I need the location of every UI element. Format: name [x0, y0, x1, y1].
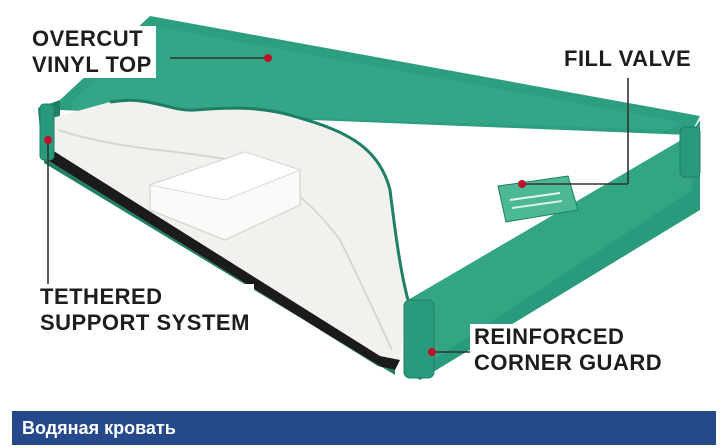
- label-reinforced-line1: REINFORCED: [474, 324, 625, 349]
- label-tethered-support-system: TETHERED SUPPORT SYSTEM: [36, 284, 254, 336]
- waterbed-diagram: OVERCUT VINYL TOP FILL VALVE TETHERED SU…: [28, 16, 701, 380]
- waterbed-illustration: [38, 16, 701, 380]
- callout-dot-support: [44, 136, 52, 144]
- callout-dot-fill-valve: [518, 180, 526, 188]
- label-overcut-line2: VINYL TOP: [32, 52, 152, 77]
- caption-title: Водяная кровать: [22, 418, 176, 438]
- label-tethered-line1: TETHERED: [40, 284, 163, 309]
- label-fill-valve: FILL VALVE: [560, 46, 696, 72]
- label-overcut-vinyl-top: OVERCUT VINYL TOP: [28, 26, 156, 78]
- caption-bar: Водяная кровать: [12, 411, 716, 445]
- label-reinforced-corner-guard: REINFORCED CORNER GUARD: [470, 324, 667, 376]
- label-overcut-line1: OVERCUT: [32, 26, 144, 51]
- label-tethered-line2: SUPPORT SYSTEM: [40, 310, 250, 335]
- label-reinforced-line2: CORNER GUARD: [474, 350, 663, 375]
- callout-dot-vinyl-top: [264, 54, 272, 62]
- callout-dot-corner-guard: [428, 348, 436, 356]
